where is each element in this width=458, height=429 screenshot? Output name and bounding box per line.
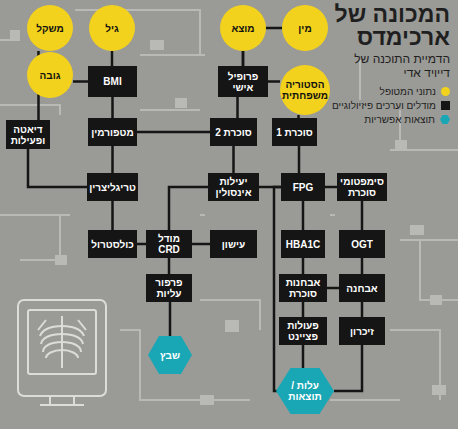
connector <box>236 97 239 118</box>
node-label: דיאטה ופעילות <box>6 124 50 146</box>
connector <box>111 97 114 118</box>
connector <box>192 243 210 246</box>
connector <box>302 302 305 317</box>
connector <box>232 146 235 173</box>
node-label: פעולות פציינט <box>279 320 327 342</box>
node-label: FPG <box>291 182 316 193</box>
node-label: מודל CRD <box>146 233 192 255</box>
legend-swatch <box>440 115 450 124</box>
outcome-hexagon: שבץ <box>148 336 192 374</box>
model-box: עישון <box>210 230 257 258</box>
node-label: מטפורמין <box>89 127 135 138</box>
connector <box>325 186 337 189</box>
connector <box>361 258 364 274</box>
data-circle: מוצא <box>220 5 266 51</box>
legend: נתוני המטופל מודלים וערכים פיזיולוגיים תוצ… <box>300 86 450 128</box>
node-label: פרפור עליות <box>146 277 192 299</box>
node-label: כולסטרול <box>89 239 135 250</box>
model-box: דיאטה ופעילות <box>6 120 50 149</box>
subtitle: הדמיית התוכנה של דייויד אדי <box>350 53 450 81</box>
connector <box>169 302 172 336</box>
node-label: מין <box>296 23 313 34</box>
model-box: יעילות אינסולין <box>208 173 259 201</box>
connector <box>302 345 305 368</box>
model-box: אבחנה <box>339 274 385 302</box>
node-label: גיל <box>103 23 121 34</box>
model-box: סוכרת 1 <box>272 118 317 146</box>
connector <box>302 201 305 230</box>
data-circle: מין <box>282 5 328 51</box>
legend-swatch <box>441 101 450 110</box>
node-label: פרופיל אישי <box>218 71 268 93</box>
node-label: מוצא <box>229 23 256 34</box>
data-circle: משקל <box>27 5 73 51</box>
model-box: FPG <box>281 173 325 201</box>
model-box: מודל CRD <box>146 230 192 258</box>
node-label: טריגליצרין <box>87 182 138 193</box>
model-box: סוכרת 2 <box>210 118 257 146</box>
node-label: OGT <box>349 239 375 250</box>
data-circle: גובה <box>27 52 73 98</box>
connector <box>168 258 171 274</box>
node-label: סוכרת 1 <box>274 127 315 138</box>
legend-row: נתוני המטופל <box>300 86 450 97</box>
hexagon-fill <box>276 368 334 414</box>
connector <box>169 187 208 230</box>
node-label: עישון <box>220 239 247 250</box>
legend-row: תוצאות אפשריות <box>300 114 450 125</box>
model-box: פעולות פציינט <box>279 317 327 345</box>
data-circle: הסטוריה משפחתית <box>280 65 330 115</box>
node-label: שבץ <box>158 350 182 361</box>
connector <box>298 146 301 173</box>
node-label: סימפטומי סוכרת <box>337 176 387 198</box>
connector <box>111 201 114 230</box>
model-box: מטפורמין <box>88 118 137 146</box>
title: המכונה של ארכימדס <box>300 3 450 49</box>
node-label: עלות / תוצאות <box>276 380 334 402</box>
model-box: HBA1C <box>281 230 325 258</box>
connector <box>268 80 280 83</box>
node-label: הסטוריה משפחתית <box>280 79 330 101</box>
model-box: טריגליצרין <box>87 173 138 201</box>
model-box: אבחנות סוכרת <box>279 274 327 302</box>
data-circle: גיל <box>89 5 135 51</box>
legend-text: נתוני המטופל <box>380 86 436 97</box>
legend-row: מודלים וערכים פיזיולוגיים <box>300 100 450 111</box>
legend-text: תוצאות אפשריות <box>364 114 435 125</box>
connector <box>111 146 114 173</box>
model-box: כולסטרול <box>88 230 137 258</box>
model-box: זיכרון <box>339 317 385 345</box>
legend-swatch <box>441 87 450 96</box>
legend-text: מודלים וערכים פיזיולוגיים <box>332 100 436 111</box>
node-label: אבחנות סוכרת <box>279 277 327 299</box>
node-label: אבחנה <box>344 283 379 294</box>
model-box: פרופיל אישי <box>218 66 268 97</box>
model-box: OGT <box>339 230 385 258</box>
connector <box>334 345 362 391</box>
connector <box>137 243 146 246</box>
node-label: HBA1C <box>284 239 322 250</box>
node-label: גובה <box>38 70 63 81</box>
connector <box>327 287 339 290</box>
connector <box>73 80 88 83</box>
node-label: זיכרון <box>348 326 376 337</box>
connector <box>361 302 364 317</box>
node-label: סוכרת 2 <box>213 127 254 138</box>
node-label: משקל <box>34 23 65 34</box>
connector <box>302 258 305 274</box>
hexagon-fill <box>148 336 192 374</box>
model-box: סימפטומי סוכרת <box>337 173 387 201</box>
connector <box>361 201 364 230</box>
model-box: BMI <box>88 66 137 97</box>
node-label: BMI <box>101 76 123 87</box>
connector <box>137 131 210 134</box>
connector <box>111 51 114 66</box>
connector <box>28 149 87 187</box>
node-label: יעילות אינסולין <box>208 176 259 198</box>
model-box: פרפור עליות <box>146 274 192 302</box>
outcome-hexagon: עלות / תוצאות <box>276 368 334 414</box>
